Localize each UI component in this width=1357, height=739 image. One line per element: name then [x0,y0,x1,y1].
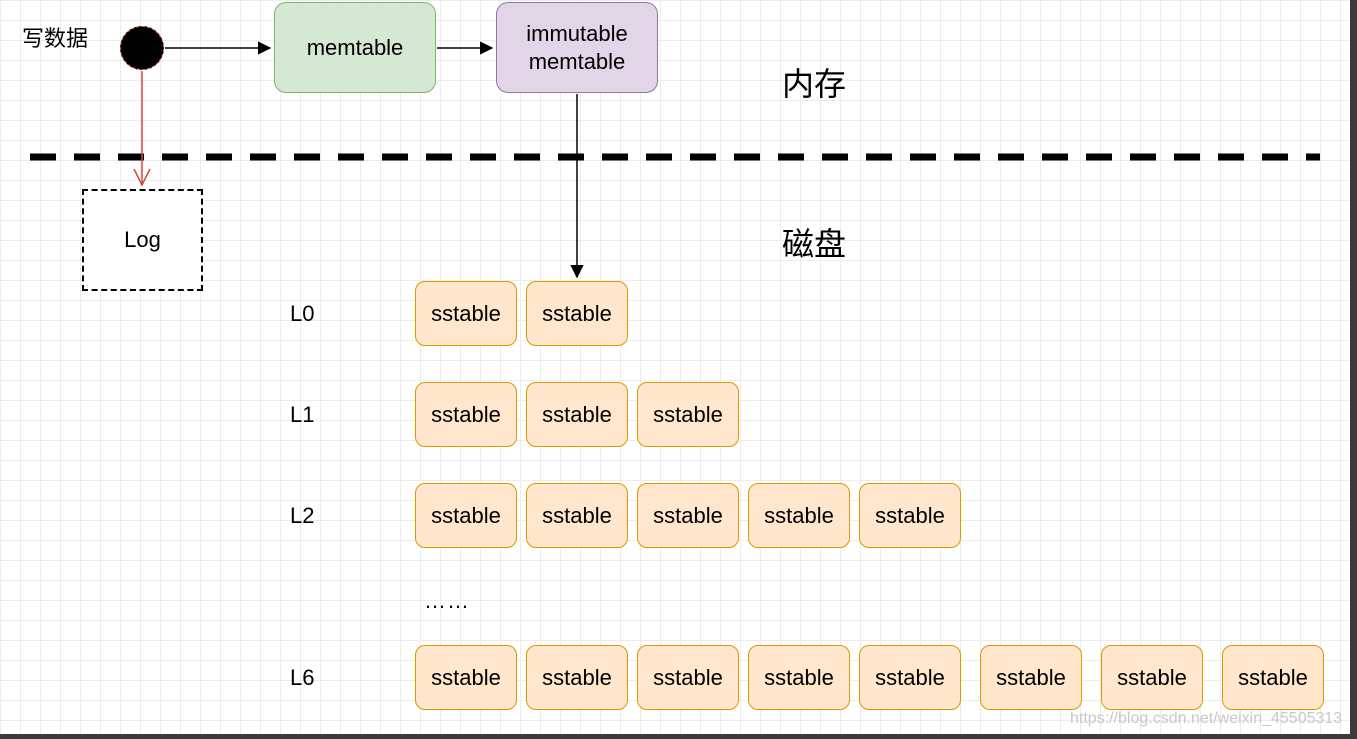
sstable-l2-4: sstable [748,483,850,548]
sstable-l6-6: sstable [980,645,1082,710]
sstable-l1-1: sstable [415,382,517,447]
sstable-l6-2: sstable [526,645,628,710]
level-label-l2: L2 [290,503,315,528]
memtable-node: memtable [274,2,436,93]
sstable-l6-4: sstable [748,645,850,710]
sstable-l0-1: sstable [415,281,517,346]
sstable-l2-5: sstable [859,483,961,548]
sstable-l1-2: sstable [526,382,628,447]
sstable-l6-7: sstable [1101,645,1203,710]
immutable-memtable-node: immutable memtable [496,2,658,93]
sstable-l2-2: sstable [526,483,628,548]
sstable-l6-3: sstable [637,645,739,710]
sstable-l6-8: sstable [1222,645,1324,710]
log-node: Log [82,189,203,291]
write-label: 写数据 [22,26,89,51]
levels-ellipsis: …… [424,588,470,613]
window-frame-bottom [0,734,1357,739]
sstable-l6-1: sstable [415,645,517,710]
sstable-l6-5: sstable [859,645,961,710]
level-label-l0: L0 [290,301,315,326]
level-label-l1: L1 [290,402,315,427]
watermark: https://blog.csdn.net/weixin_45505313 [1070,710,1343,727]
disk-region-label: 磁盘 [782,226,847,262]
sstable-l1-3: sstable [637,382,739,447]
level-label-l6: L6 [290,665,315,690]
sstable-l0-2: sstable [526,281,628,346]
sstable-l2-3: sstable [637,483,739,548]
sstable-l2-1: sstable [415,483,517,548]
write-to-log-arrowhead [133,168,151,187]
write-start-node [120,26,164,70]
memory-region-label: 内存 [782,66,847,102]
window-frame-right [1350,0,1357,739]
